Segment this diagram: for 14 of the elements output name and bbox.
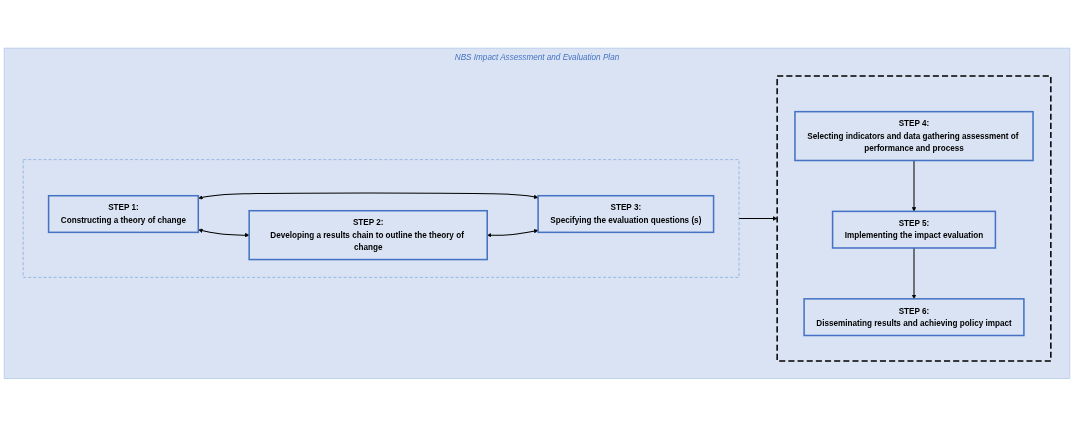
node-box: STEP 4: Selecting indicators and data gathering assessment of performance and process	[794, 111, 1034, 162]
node-box: STEP 2: Developing a results chain to outline the theory of change	[248, 210, 488, 261]
node-box: STEP 1: Constructing a theory of change	[47, 195, 200, 234]
arrow	[198, 228, 250, 238]
cluster	[22, 159, 740, 278]
arrow	[911, 247, 917, 300]
arrow	[487, 229, 539, 238]
node-box: STEP 3: Specifying the evaluation questions (s)	[537, 195, 715, 234]
arrow	[198, 192, 539, 200]
node-box: STEP 5: Implementing the impact evaluation	[831, 210, 997, 249]
cluster	[776, 75, 1052, 362]
arrow	[911, 160, 917, 212]
arrow	[738, 216, 778, 221]
node-box: STEP 6: Disseminating results and achieving policy impact	[803, 298, 1025, 337]
